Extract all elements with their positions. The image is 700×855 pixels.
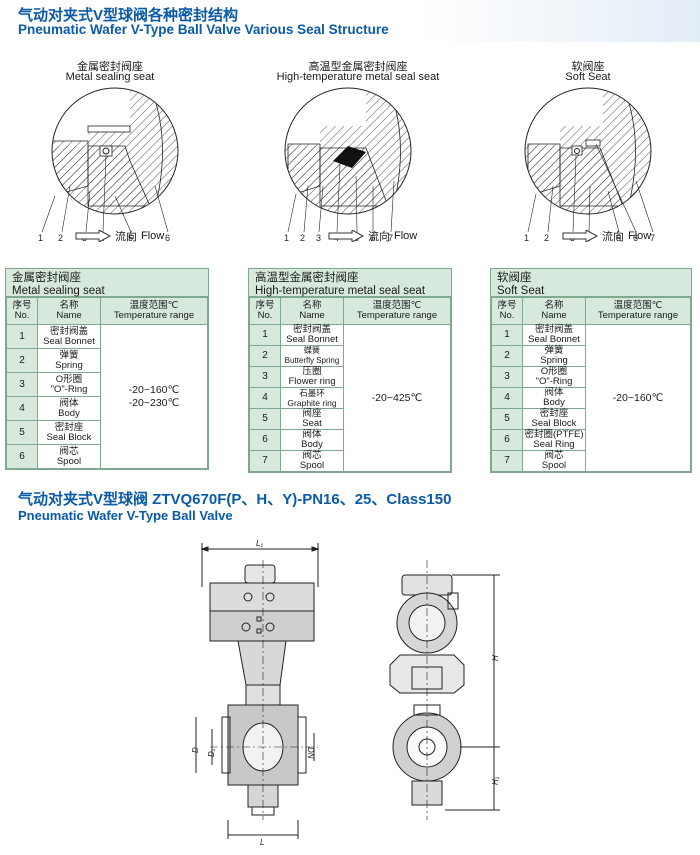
header-band <box>0 0 700 42</box>
dim-label-d1: D₁ <box>207 748 216 757</box>
flow-label-en: Flow <box>628 230 652 242</box>
valve-dimension-drawing: L₁ D D₁ DN L H H₁ <box>191 539 500 847</box>
temperature-range: -20~160℃-20~230℃ <box>100 324 208 469</box>
temperature-range: -20~425℃ <box>343 324 451 472</box>
flow-arrow-icon <box>328 230 364 242</box>
seal-section-drawing: 1 2 3 4 5 6 7 <box>284 87 412 243</box>
page-title-en: Pneumatic Wafer V-Type Ball Valve Variou… <box>18 22 389 37</box>
seal-diagram-high-temp: 高温型金属密封阀座 High-temperature metal seal se… <box>248 58 468 248</box>
flow-label-en: Flow <box>141 230 165 242</box>
callout-5: 5 <box>616 233 621 243</box>
flow-arrow-icon <box>562 230 598 242</box>
dim-label-dn: DN <box>306 747 315 759</box>
flow-indicator-3: 流向 Flow <box>562 228 651 244</box>
flow-label-cn: 流向 <box>368 231 390 243</box>
callout-2: 2 <box>544 233 549 243</box>
callout-1: 1 <box>284 233 289 243</box>
table-title: 金属密封阀座 Metal sealing seat <box>6 269 208 297</box>
dim-label-h1: H₁ <box>491 776 500 785</box>
callout-2: 2 <box>300 233 305 243</box>
dim-label-d: D <box>191 747 200 753</box>
callout-7: 7 <box>650 233 655 243</box>
callout-7: 7 <box>388 233 393 243</box>
dim-label-l1: L₁ <box>256 539 263 548</box>
dim-label-h: H <box>491 655 500 661</box>
diagram-caption-cn: 软阀座 <box>571 61 605 73</box>
diagram-caption-en: Metal sealing seat <box>65 71 155 83</box>
callout-5: 5 <box>128 233 133 243</box>
diagram-caption-cn: 金属密封阀座 <box>77 61 143 73</box>
flow-label-en: Flow <box>394 230 418 242</box>
callout-1: 1 <box>38 233 43 243</box>
table-title: 软阀座 Soft Seat <box>491 269 691 297</box>
seal-section-drawing: 1 2 3 4 5 6 <box>38 87 179 243</box>
section-title-en: Pneumatic Wafer V-Type Ball Valve <box>18 508 233 523</box>
flow-arrow-icon <box>75 230 111 242</box>
seal-diagram-metal: 金属密封阀座 Metal sealing seat 1 2 3 4 5 6 <box>0 58 220 248</box>
temperature-range: -20~160℃ <box>585 324 691 472</box>
parts-table-high-temp: 高温型金属密封阀座 High-temperature metal seal se… <box>248 268 452 473</box>
page-title-cn: 气动对夹式V型球阀各种密封结构 <box>18 7 239 24</box>
dim-label-l: L <box>260 838 264 847</box>
callout-1: 1 <box>524 233 529 243</box>
section-title-cn: 气动对夹式V型球阀 ZTVQ670F(P、H、Y)-PN16、25、Class1… <box>18 491 452 508</box>
callout-2: 2 <box>58 233 63 243</box>
diagram-caption-en: Soft Seat <box>565 71 611 83</box>
diagram-caption-en: High-temperature metal seal seat <box>276 71 440 83</box>
callout-3: 3 <box>316 233 321 243</box>
callout-6: 6 <box>633 233 638 243</box>
callout-6: 6 <box>370 233 375 243</box>
flow-label-cn: 流向 <box>602 231 624 243</box>
seal-section-drawing: 1 2 3 4 5 6 7 <box>524 87 655 243</box>
flow-label-cn: 流向 <box>115 231 137 243</box>
flow-indicator-2: 流向 Flow <box>328 228 417 244</box>
callout-6: 6 <box>165 233 170 243</box>
flow-indicator-1: 流向 Flow <box>75 228 164 244</box>
diagram-caption-cn: 高温型金属密封阀座 <box>308 61 408 73</box>
table-title: 高温型金属密封阀座 High-temperature metal seal se… <box>249 269 451 297</box>
seal-diagram-soft: 软阀座 Soft Seat 1 2 3 4 5 6 7 <box>478 58 698 248</box>
